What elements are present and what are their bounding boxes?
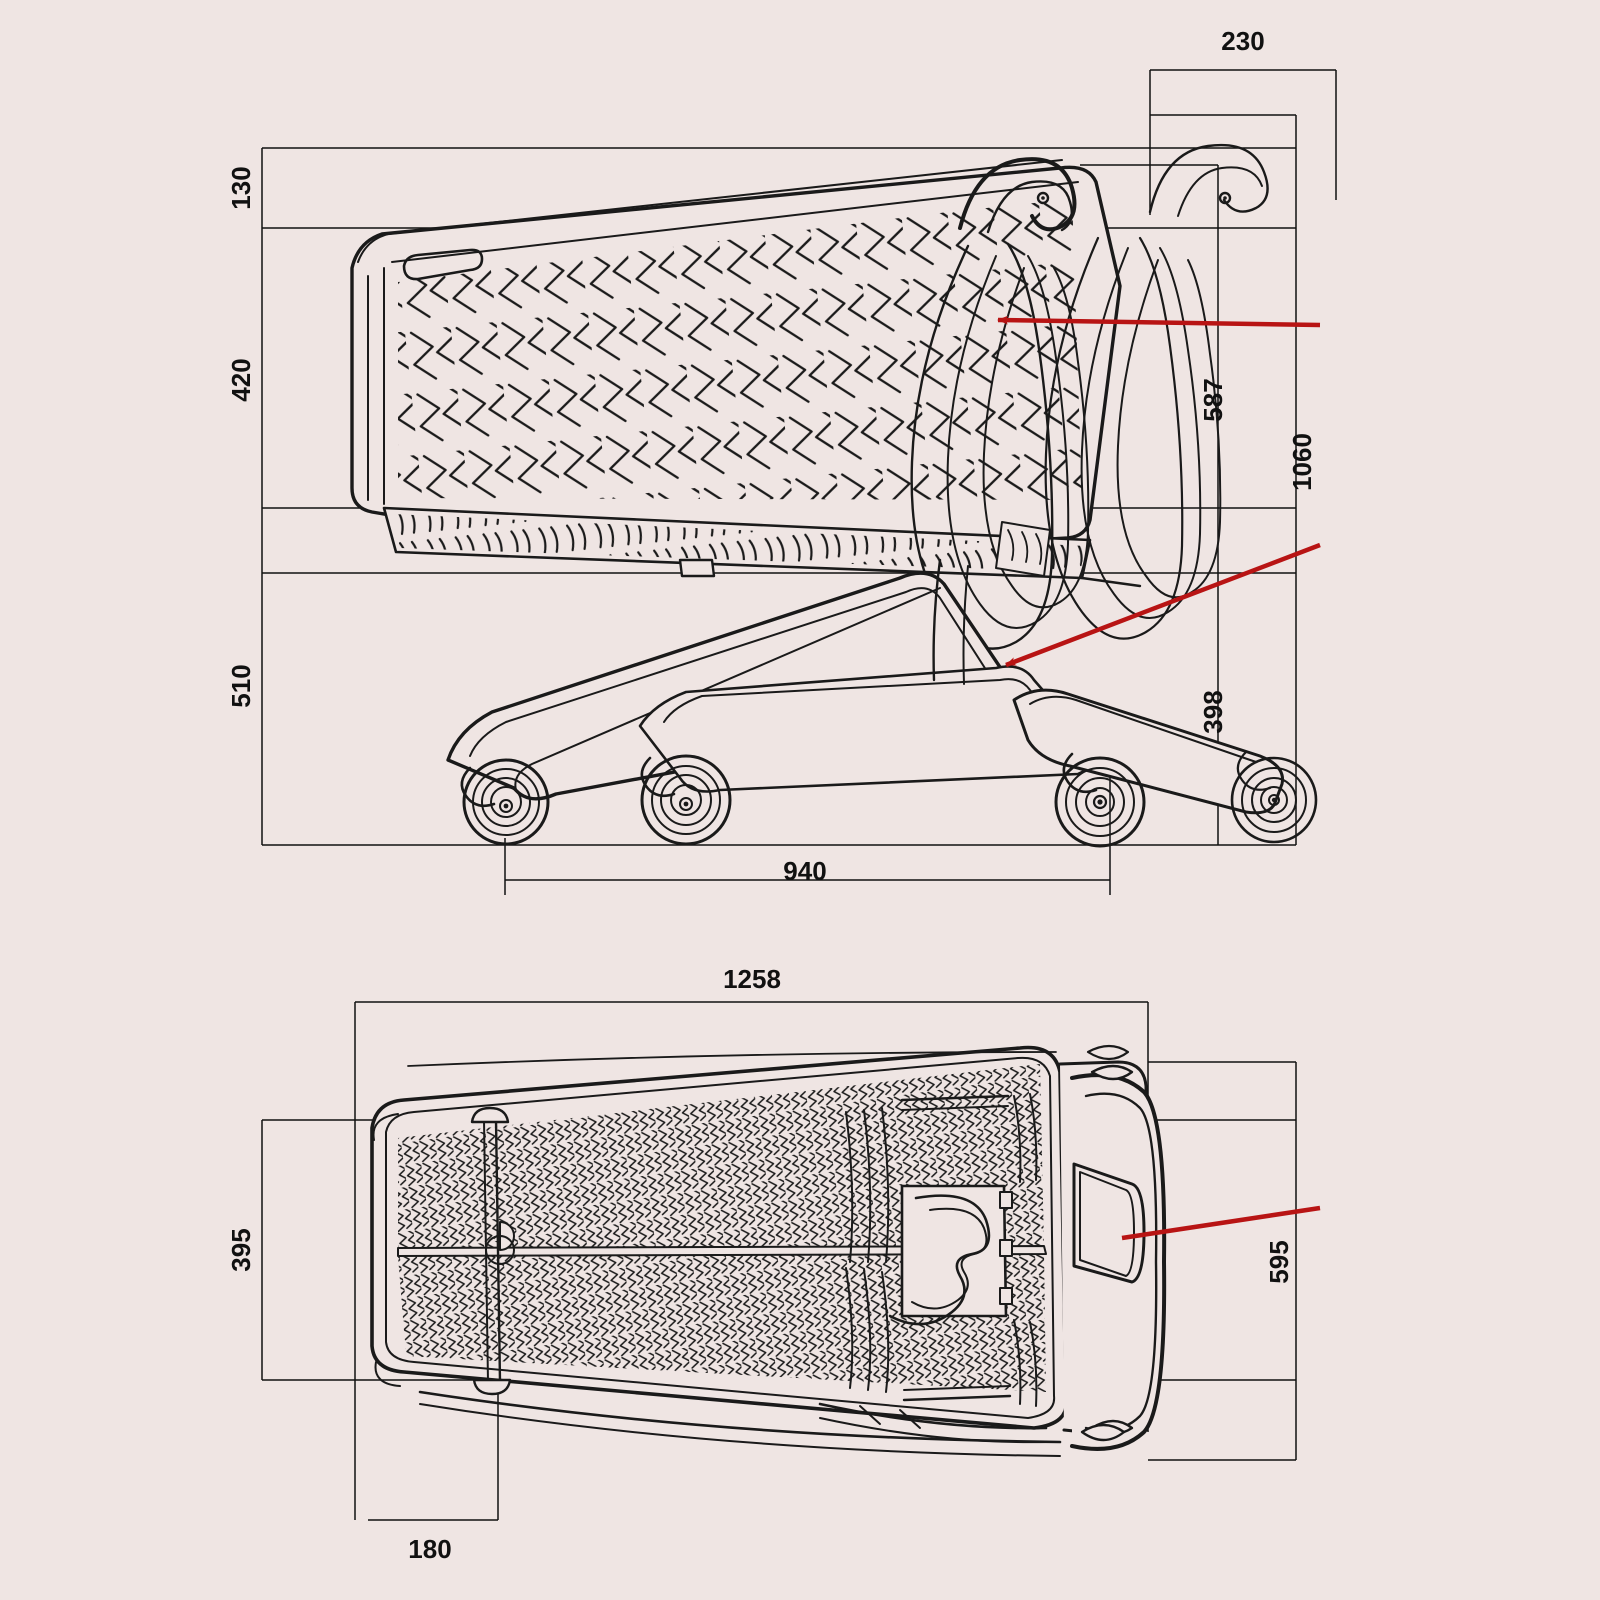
plan-view: 1258 395 595 180 [226, 964, 1321, 1564]
dimension-1258: 1258 [723, 964, 781, 994]
dimension-587: 587 [1198, 378, 1228, 421]
dimension-130: 130 [226, 166, 256, 209]
dimension-180: 180 [408, 1534, 451, 1564]
annotation-arrows-plan [1121, 1205, 1321, 1241]
dimension-1060: 1060 [1287, 433, 1317, 491]
dimension-230: 230 [1221, 26, 1264, 56]
castor-wheel [1054, 752, 1146, 848]
trolley-plan-geometry [370, 1044, 1167, 1457]
trolley-side-geometry [350, 143, 1318, 848]
dimension-420: 420 [226, 358, 256, 401]
castor-wheel [460, 758, 550, 846]
annotation-arrows-side [997, 315, 1321, 668]
arrow-basket-rear-icon [997, 315, 1321, 328]
arrow-chassis-leg-icon [1005, 542, 1321, 668]
dimension-395: 395 [226, 1228, 256, 1271]
castor-wheel [640, 754, 732, 846]
dimension-595: 595 [1264, 1240, 1294, 1283]
arrow-handle-bar-icon [1121, 1205, 1321, 1241]
dimension-398: 398 [1198, 690, 1228, 733]
side-elevation-view: 130 420 510 230 587 398 1060 940 [226, 26, 1337, 895]
handle-bar [1072, 1162, 1146, 1284]
castor-wheel [1230, 750, 1318, 844]
dimension-510: 510 [226, 664, 256, 707]
dimension-940: 940 [783, 856, 826, 886]
